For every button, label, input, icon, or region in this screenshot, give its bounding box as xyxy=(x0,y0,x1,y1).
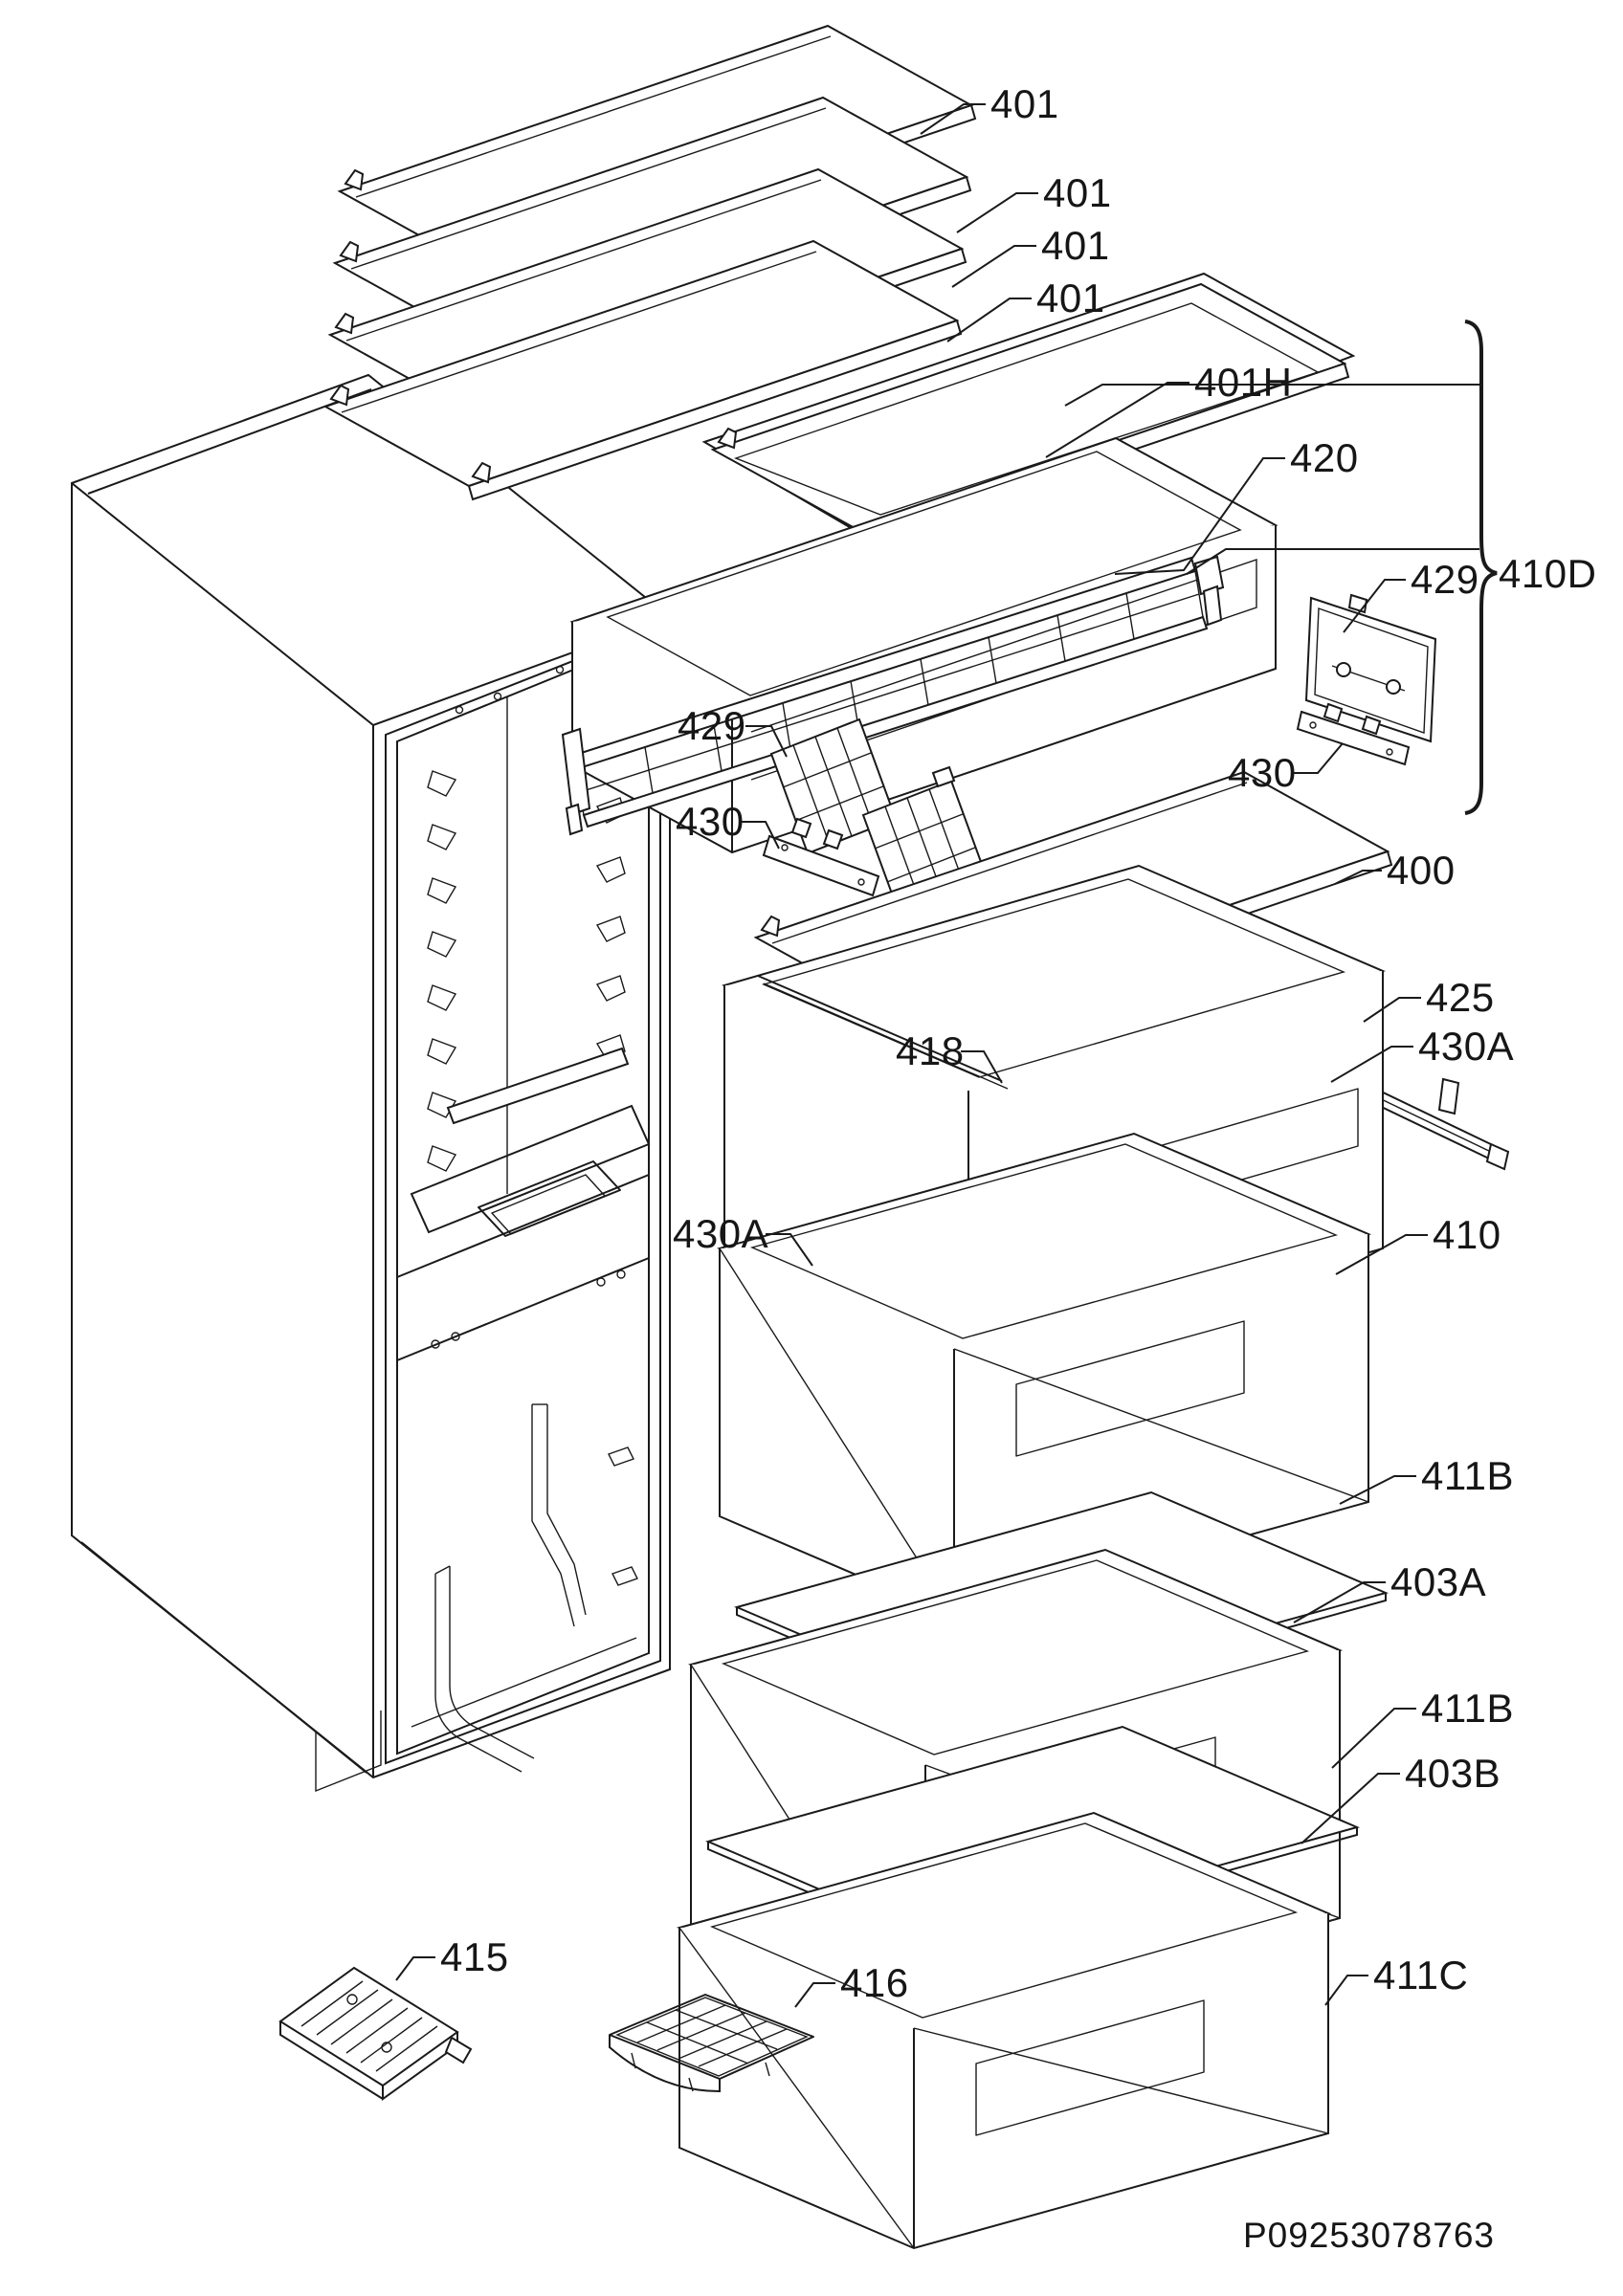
callout-401-shelf-4: 401 xyxy=(1036,276,1105,320)
callout-430-right: 430 xyxy=(1228,750,1297,795)
group-connector-lower xyxy=(1186,548,1479,575)
ice-cube-tray-416 xyxy=(609,1994,814,2093)
callout-411b-1: 411B xyxy=(1421,1453,1514,1498)
drain-tray-415 xyxy=(278,1966,473,2101)
callout-401h: 401H xyxy=(1194,360,1292,405)
callout-429-left: 429 xyxy=(678,703,746,748)
callout-410: 410 xyxy=(1433,1212,1501,1257)
callout-420: 420 xyxy=(1290,435,1359,480)
cabinet-foot xyxy=(315,1711,382,1793)
callout-410d: 410D xyxy=(1499,551,1596,596)
callout-430-left: 430 xyxy=(676,799,745,844)
cabinet xyxy=(71,373,671,1793)
mounting-plate-429-right xyxy=(1304,593,1437,743)
callout-411b-2: 411B xyxy=(1421,1686,1514,1731)
drawer-411c xyxy=(676,1811,1332,2250)
callout-425: 425 xyxy=(1426,975,1495,1020)
shelf-401-4 xyxy=(322,239,963,501)
callout-labels: 401 401 401 401 401H 420 429 410D 429 43… xyxy=(440,81,1596,2005)
group-bracket-410d xyxy=(1064,320,1498,815)
callout-403a: 403A xyxy=(1390,1559,1486,1604)
callout-401-shelf-2: 401 xyxy=(1043,170,1112,215)
document-part-number: P09253078763 xyxy=(1243,2216,1495,2255)
compartment-divider-band xyxy=(396,1174,650,1361)
callout-416: 416 xyxy=(840,1960,909,2005)
callout-429-right: 429 xyxy=(1411,557,1479,602)
callout-430a-right: 430A xyxy=(1418,1024,1514,1069)
fridge-floor xyxy=(410,1104,651,1237)
group-connector-upper xyxy=(1064,384,1479,407)
callout-401-shelf-1: 401 xyxy=(990,81,1059,126)
callout-430a-left: 430A xyxy=(673,1211,768,1256)
shelf-support-ribs-left xyxy=(427,770,457,1172)
callout-403b: 403B xyxy=(1405,1751,1501,1796)
drawer-front-grille xyxy=(561,555,1225,836)
callout-401-shelf-3: 401 xyxy=(1041,223,1110,268)
callout-418: 418 xyxy=(896,1028,965,1073)
interior-rail xyxy=(446,1047,630,1125)
leader-lines xyxy=(395,103,1428,2008)
callout-415: 415 xyxy=(440,1934,509,1979)
rail-430-right xyxy=(1296,702,1411,766)
callout-400: 400 xyxy=(1387,848,1456,893)
callout-411c: 411C xyxy=(1373,1953,1468,1998)
rail-430-left xyxy=(762,817,880,897)
freezer-interior xyxy=(411,1403,638,1773)
